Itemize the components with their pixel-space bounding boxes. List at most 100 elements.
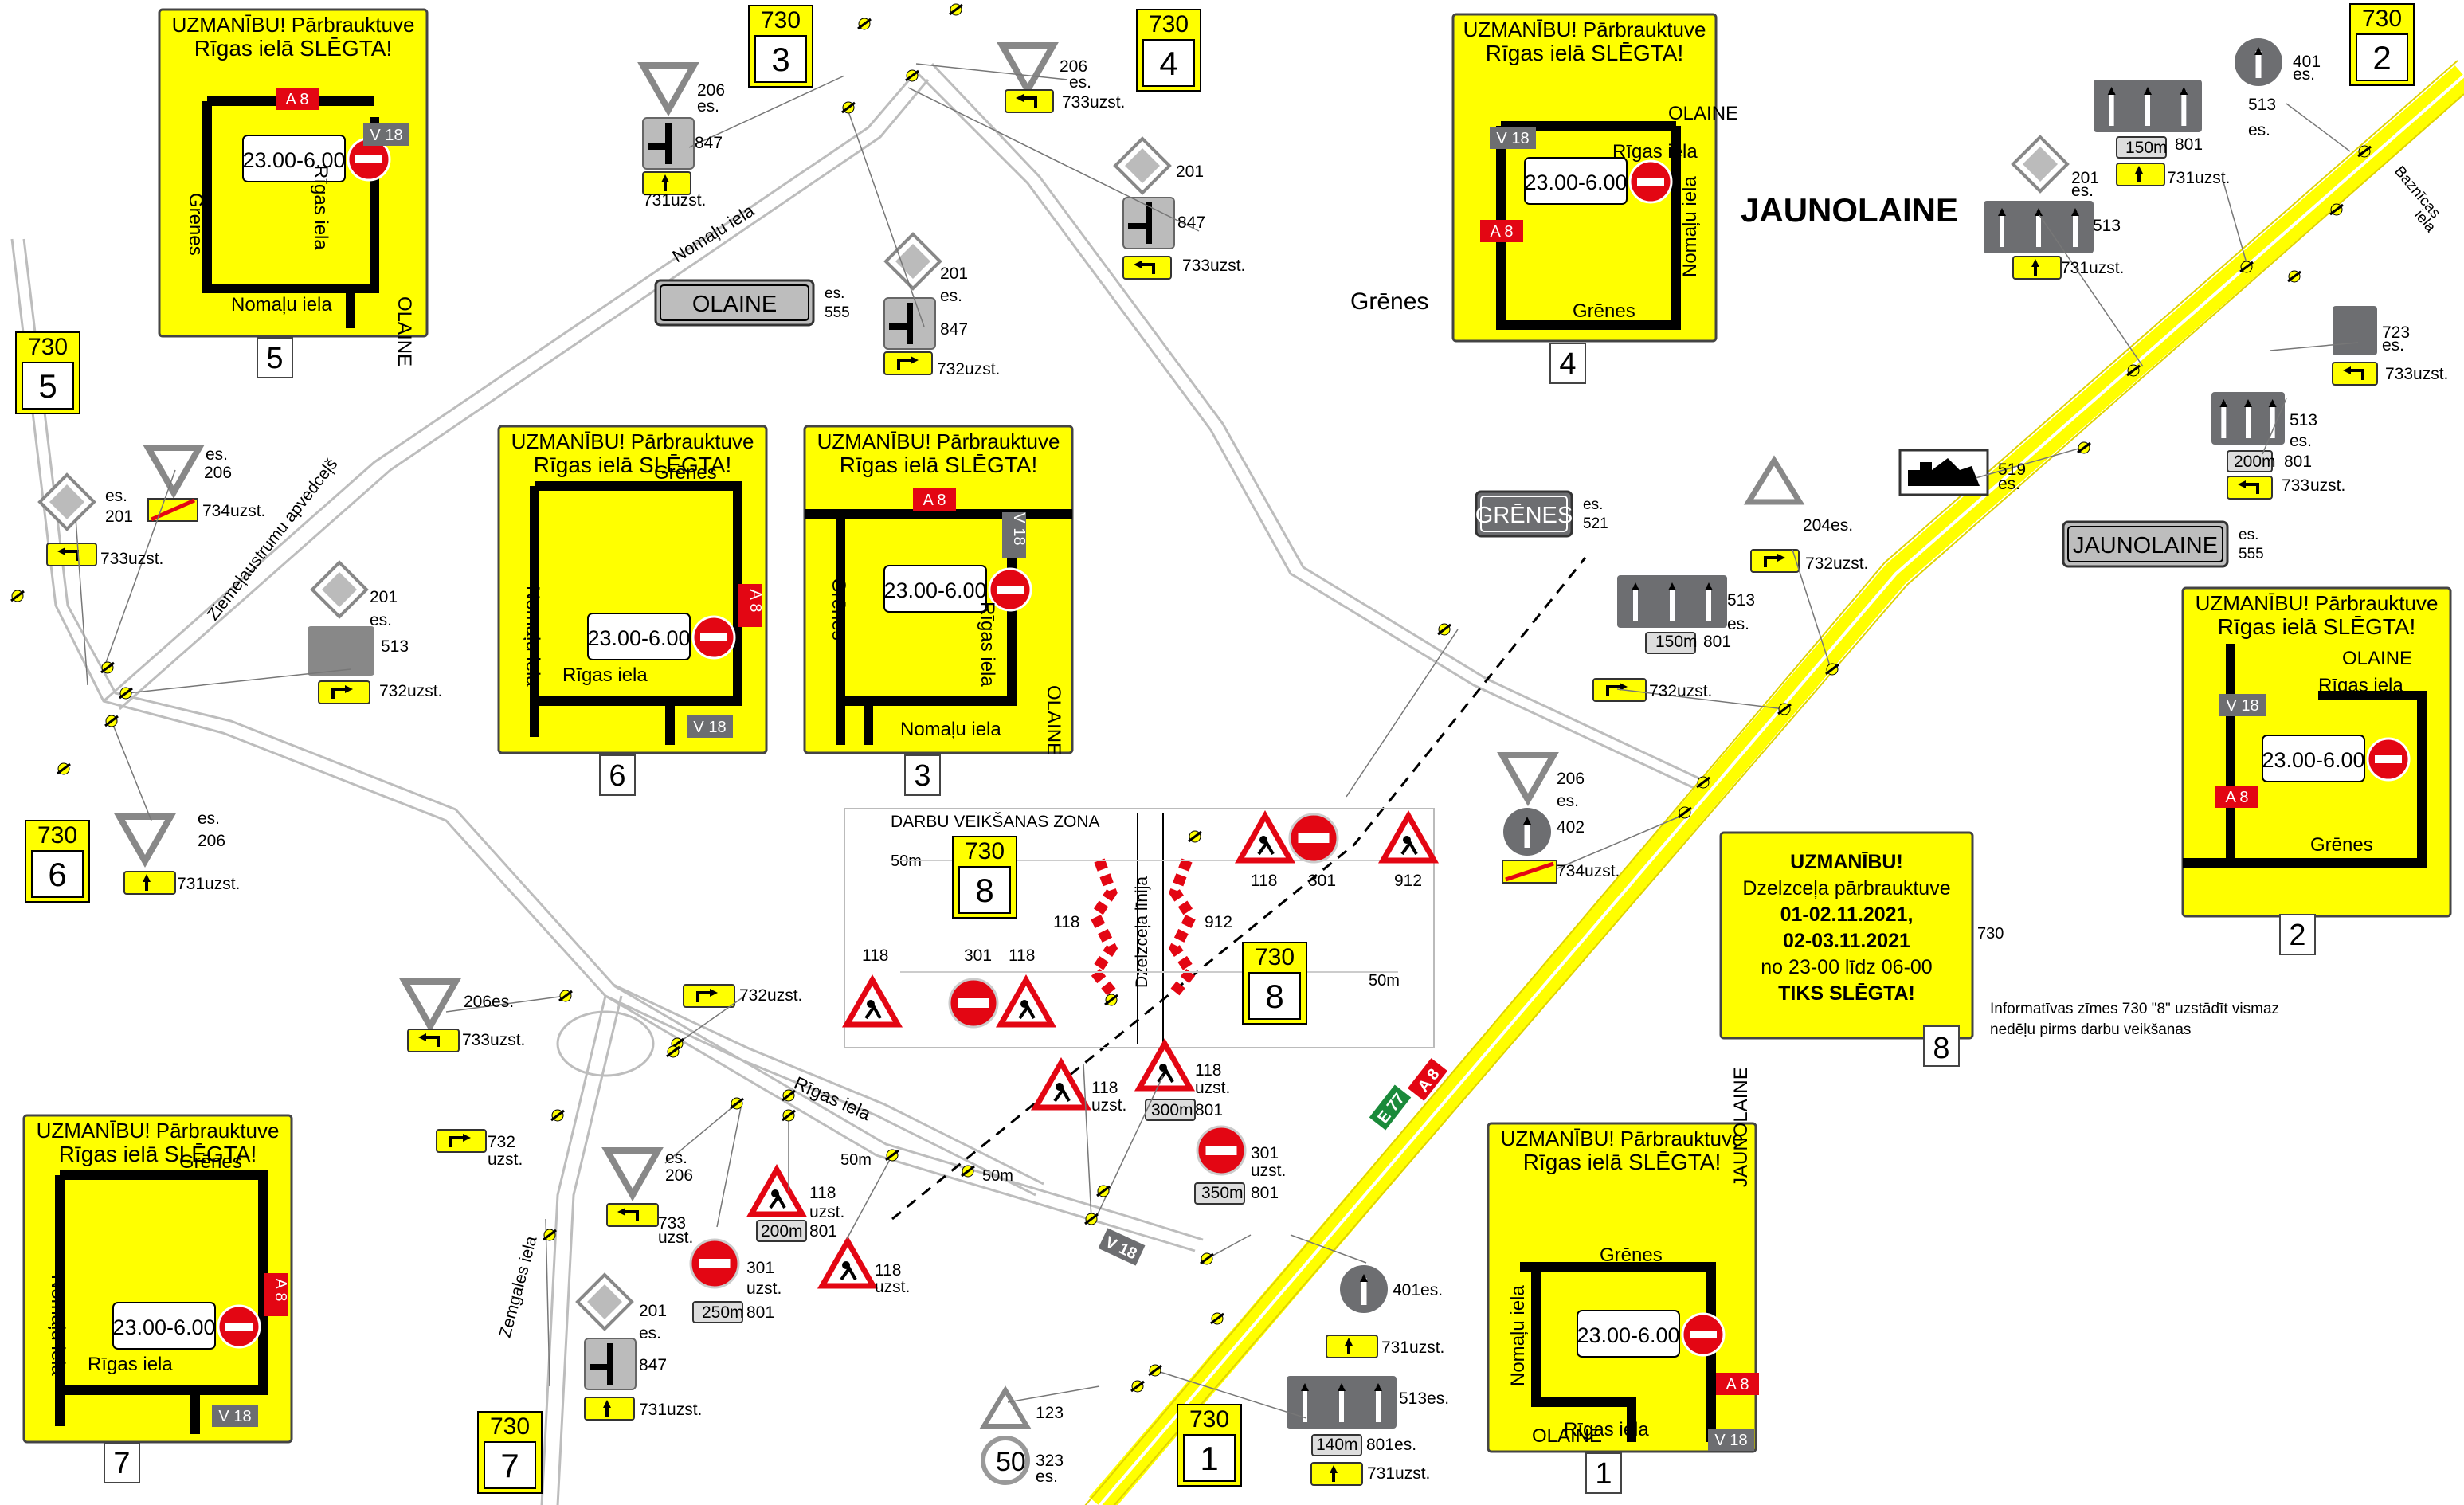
sign-label: 731uzst. (2167, 169, 2230, 187)
panel-bg (22, 1114, 293, 1444)
panel-title-2: Rīgas ielā SLĒGTA! (1486, 41, 1683, 65)
panel-place-label: OLAINE (1532, 1425, 1602, 1447)
no-entry-bar (1205, 1146, 1237, 1155)
leader-line (846, 1154, 893, 1240)
road-works-figure-body (769, 1193, 786, 1209)
sign-pole-mark (558, 990, 573, 1002)
panel-a8-shield (738, 584, 762, 627)
direction-plate-icon (123, 871, 176, 895)
sign-label: uzst. (1091, 1096, 1126, 1115)
sign-label: 118 (1251, 872, 1277, 890)
direction-plate-icon (1005, 89, 1054, 113)
plate-arrow (1764, 554, 1785, 567)
work-zone-dist-3: 50m (840, 1151, 872, 1169)
town-sign-suffix: es. (2239, 527, 2258, 543)
panel-place-label: Grēnes (1573, 300, 1635, 322)
panel-place-label: Rīgas iela (2318, 675, 2403, 696)
town-sign-bg (2062, 520, 2229, 568)
sign-730-code: 730 (1189, 1406, 1229, 1432)
leader-line (1007, 1385, 1100, 1403)
sign-pole-mark (961, 1165, 975, 1178)
leader-line (445, 995, 566, 1013)
sign-label: 733uzst. (462, 1031, 525, 1049)
sign-730-number: 3 (771, 41, 789, 78)
road-works-figure-body (1053, 1087, 1071, 1103)
leader-line (127, 668, 351, 694)
lane-split-sign-icon (308, 626, 374, 676)
distance-plate-icon (1194, 1182, 1245, 1205)
sign-label: 801 (1703, 633, 1731, 651)
town-sign-border (1480, 496, 1568, 532)
panel-route-label: A 8 (2226, 789, 2249, 806)
sign-label: uzst. (746, 1280, 782, 1298)
sign-label: 723 (2382, 323, 2410, 342)
sign-label: 513 (2248, 96, 2276, 114)
panel-bg (497, 425, 768, 754)
info-panel-line: no 23-00 līdz 06-00 (1761, 956, 1932, 978)
town-sign-text: OLAINE (692, 292, 777, 317)
panel-number-box (2279, 914, 2316, 955)
panel-time: 23.00-6.00 (112, 1315, 215, 1339)
panel-place-label: Grēnes (2310, 834, 2373, 856)
panel-place-label: Nomaļu iela (900, 719, 1001, 740)
distance-plate-icon (692, 1301, 743, 1323)
sign-pole-mark (1678, 806, 1692, 819)
panel-time-box (883, 565, 987, 613)
panel-number: 5 (266, 342, 283, 375)
sign-label: 206 (204, 464, 232, 482)
work-zone-dist-4: 50m (982, 1167, 1013, 1185)
work-zone-title: DARBU VEIKŠANAS ZONA (891, 813, 1100, 831)
direction-plate-icon (407, 1029, 460, 1052)
sign-pole-mark (1200, 1252, 1214, 1265)
barrier-right (1168, 858, 1198, 996)
sign-label: 732uzst. (379, 682, 442, 700)
panel-v18-shield (1490, 127, 1536, 149)
sign-730-code: 730 (490, 1413, 530, 1440)
barrier-left (1088, 858, 1118, 996)
traffic-signs: 206es.847731uzst.206es.733uzst.201847733… (10, 3, 2448, 1486)
sign-730-number: 4 (1159, 45, 1177, 82)
panel-number: 6 (609, 759, 625, 793)
road-works-figure-body (840, 1265, 857, 1281)
yield-sign-icon (399, 978, 461, 1033)
panel-a8-shield (1480, 220, 1523, 242)
panel-number-box (904, 754, 941, 796)
highway-a8 (1084, 60, 2464, 1505)
sign-730-number: 8 (975, 872, 993, 909)
sign-730-code: 730 (1255, 944, 1295, 970)
sign-730-numbox (31, 850, 84, 898)
priority-road-inner (2023, 147, 2058, 182)
direction-plate-icon (606, 1203, 659, 1227)
sign-pole-mark (2077, 441, 2091, 454)
panel-place-label: Rīgas iela (88, 1354, 173, 1375)
leader-line (716, 1107, 742, 1228)
sign-label: 123 (1036, 1404, 1064, 1422)
town-sign-border (660, 284, 809, 321)
sign-label: 150m (2125, 139, 2168, 157)
sign-label: 118 (1091, 1079, 1118, 1097)
distance-plate-icon (1645, 632, 1696, 654)
road-works-figure (1056, 1083, 1064, 1091)
junction-layout-lines (590, 1343, 613, 1385)
no-entry-bar (225, 1323, 253, 1331)
priority-road-inner (322, 572, 357, 607)
plate-arrow (2238, 480, 2259, 494)
yield-sign-icon (114, 813, 176, 868)
sign-label: es. (2293, 65, 2315, 84)
rail-label: Dzelzceļa līnija (1133, 876, 1151, 988)
panel-route-label: V 18 (1714, 1432, 1747, 1449)
town-sign-suffix: es. (1583, 496, 1603, 513)
panel-route-label: V 18 (1010, 512, 1028, 545)
place-grenes: Grēnes (1350, 288, 1428, 315)
sign-label: 801 (2284, 453, 2312, 471)
town-sign-code: 555 (2239, 546, 2264, 562)
sign-730-numbox (1183, 1434, 1236, 1482)
sign-label: 801 (746, 1303, 774, 1322)
road-works-figure-body (1400, 840, 1418, 856)
panel-a8-shield (264, 1273, 288, 1316)
sign-label: uzst. (809, 1203, 844, 1221)
sign-label: 118 (1195, 1061, 1221, 1080)
